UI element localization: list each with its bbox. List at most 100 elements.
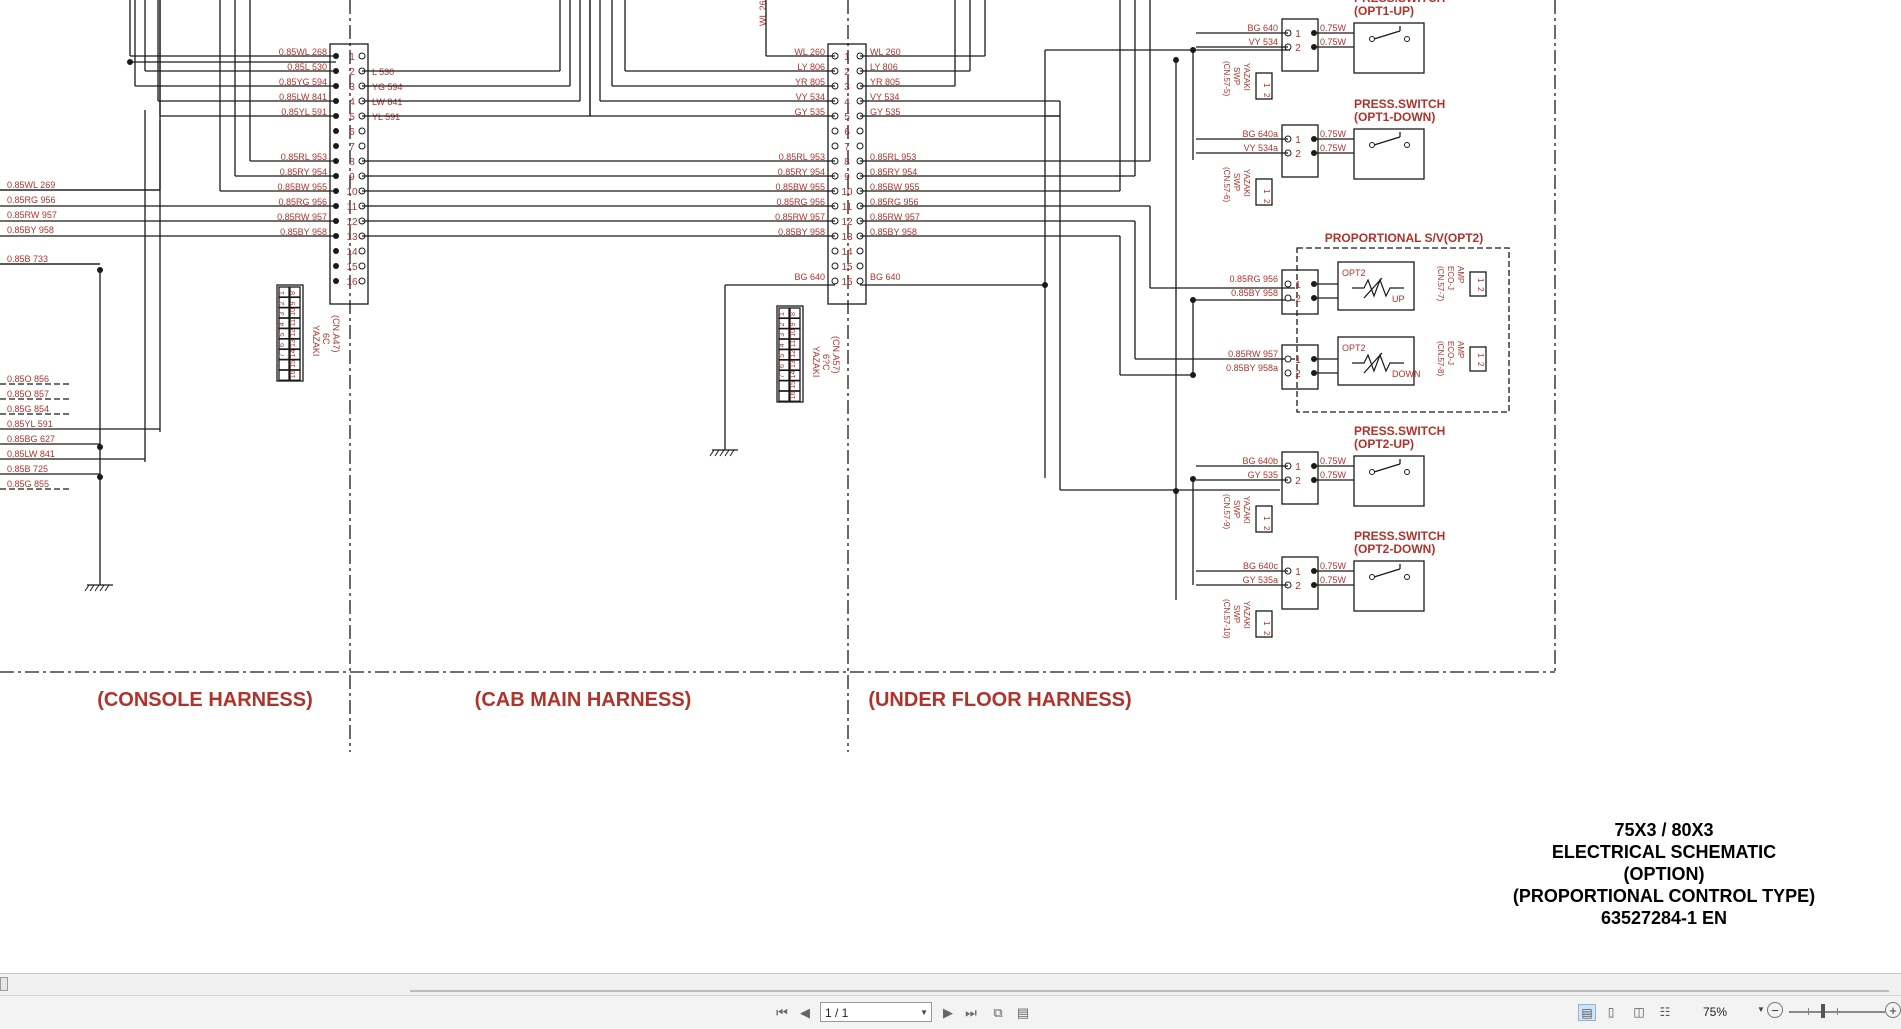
left-edge-wire-label: 0.85LW 841 (7, 449, 55, 459)
connector-a-face-pin: 13 (290, 339, 297, 347)
valve-vendor: AMP (1456, 341, 1465, 358)
connector-a-pin-left (333, 248, 339, 254)
connector-b-right-wire-label: GY 535 (870, 107, 900, 117)
connector-b-face-pin: 13 (790, 360, 797, 368)
valve-part: ECO-J (1446, 341, 1455, 365)
connector-a-face-pin: 11 (290, 319, 297, 326)
last-page-icon[interactable]: ⏭ (965, 1005, 977, 1020)
connector-a-left-wire-label: 0.85YL 591 (281, 107, 327, 117)
connector-b-pin-right (856, 262, 864, 270)
connector-a-pin-label: 6 (349, 127, 355, 138)
connector-a-left-wire-label: 0.85RY 954 (280, 167, 327, 177)
valve-face-pin: 1 (1476, 353, 1485, 358)
switch-face-pin: 2 (1262, 526, 1271, 531)
connector-a-pin-label: 11 (347, 202, 358, 213)
switch-part: SWP (1232, 605, 1241, 623)
switch-vendor: YAZAKI (1242, 601, 1251, 629)
left-edge-wire-label: 0.85B 733 (7, 254, 48, 264)
connector-a-face (276, 284, 304, 382)
switch-title: PRESS.SWITCH (1354, 529, 1445, 543)
zoom-out-icon[interactable]: − (1767, 1002, 1783, 1018)
valve-wire-label-2: 0.85BY 958a (1226, 363, 1278, 373)
connector-a-face-cell (278, 359, 290, 371)
switch-connector-body (1281, 451, 1319, 505)
prev-page-icon[interactable]: ◀ (800, 1005, 810, 1020)
connector-b-face-cell (778, 380, 790, 392)
connector-b-left-wire-label: GY 535 (795, 107, 825, 117)
switch-contact (1404, 574, 1410, 580)
switch-pin-label: 2 (1295, 43, 1301, 54)
connector-b-face-pin: 6 (779, 364, 786, 368)
ground-hatch (724, 449, 730, 457)
scrollbar-track[interactable] (410, 990, 1889, 992)
connector-b-left-wire-label: 0.85RY 954 (778, 167, 825, 177)
two-page-icon[interactable]: ◫ (1633, 1005, 1645, 1019)
connector-a-face-pin: 7 (279, 353, 286, 357)
connector-a-right-wire-label: LW 841 (372, 97, 402, 107)
connector-b-right-wire-label: WL 260 (870, 47, 901, 57)
connector-b-top-wire-label: WL 26 (758, 0, 768, 26)
ground-hatch (84, 584, 90, 592)
title-block-line: (OPTION) (1624, 864, 1705, 884)
page-number-field[interactable]: 1 / 1 ▼ (820, 1002, 932, 1022)
title-block-line: 63527284-1 EN (1601, 908, 1727, 928)
horizontal-scrollbar[interactable] (0, 973, 1901, 996)
scrollbar-thumb[interactable] (0, 977, 8, 991)
connector-a-face-pin: 4 (279, 322, 286, 326)
switch-title: PRESS.SWITCH (1354, 0, 1445, 5)
switch-out-label-1: 0.75W (1320, 561, 1347, 571)
single-page-icon[interactable]: ▤ (1578, 1004, 1596, 1021)
connector-b-right-wire-label: 0.85RG 956 (870, 197, 919, 207)
connector-b-pin-right (856, 277, 864, 285)
connector-b-pin-left (831, 247, 839, 255)
connector-a-pin-label: 9 (349, 172, 355, 183)
switch-pin-label: 2 (1295, 581, 1301, 592)
two-page-scroll-icon[interactable]: ☷ (1659, 1005, 1671, 1019)
connector-a-right-wire-label: YL 591 (372, 112, 400, 122)
left-edge-wire-label: 0.85RG 956 (7, 195, 56, 205)
zoom-level[interactable]: 75% (1703, 1005, 1728, 1019)
chevron-down-icon[interactable]: ▼ (920, 1008, 928, 1017)
switch-blade (1373, 463, 1401, 473)
connector-b-pin-label: 16 (841, 277, 853, 288)
fit-page-icon[interactable]: ⧉ (993, 1005, 1003, 1020)
switch-part: SWP (1232, 173, 1241, 191)
connector-b-right-wire-label: 0.85RW 957 (870, 212, 920, 222)
coil-label: OPT2 (1342, 268, 1366, 278)
switch-connector-body (1281, 556, 1319, 610)
switch-ref: (CN.57-5) (1222, 61, 1231, 96)
connector-b-body (827, 43, 867, 305)
first-page-icon[interactable]: ⏮ (776, 1005, 788, 1020)
left-edge-wire-label: 0.85WL 269 (7, 180, 55, 190)
connector-a-left-wire-label: 0.85YG 594 (279, 77, 327, 87)
connector-a-pin-label: 12 (346, 217, 358, 228)
switch-contact (1369, 469, 1375, 475)
zoom-chevron-down-icon[interactable]: ▼ (1757, 1005, 1765, 1014)
next-page-icon[interactable]: ▶ (943, 1005, 953, 1020)
switch-pin-label: 1 (1295, 462, 1301, 473)
switch-out-label-2: 0.75W (1320, 470, 1347, 480)
zoom-in-icon[interactable]: + (1885, 1002, 1901, 1018)
connector-b-pin-label: 3 (844, 82, 850, 93)
zoom-slider-thumb[interactable] (1821, 1004, 1825, 1018)
switch-pin-label: 1 (1295, 135, 1301, 146)
junction-dot (1190, 297, 1196, 303)
connector-b-pin-right (856, 142, 864, 150)
connector-b-left-wire-label: YR 805 (795, 77, 825, 87)
valve-pin-left (1284, 280, 1292, 288)
switch-wire-label-2: VY 534a (1244, 143, 1278, 153)
left-edge-wire-label: 0.85G 854 (7, 404, 49, 414)
connector-b-face (776, 305, 804, 403)
fit-width-icon[interactable]: ▤ (1016, 1005, 1030, 1020)
valve-face-pin: 2 (1476, 287, 1485, 292)
switch-subtitle: (OPT2-UP) (1354, 437, 1414, 451)
left-edge-wire-label: 0.85B 725 (7, 464, 48, 474)
valve-part: ECO-J (1446, 266, 1455, 290)
switch-contact (1369, 36, 1375, 42)
connector-b-pin-label: 4 (844, 97, 850, 108)
connector-b-face-pin: 14 (790, 371, 797, 379)
switch-out-label-2: 0.75W (1320, 37, 1347, 47)
switch-wire-label-2: GY 535 (1248, 470, 1278, 480)
scroll-page-icon[interactable]: ▯ (1607, 1005, 1615, 1019)
junction-dot (1173, 57, 1179, 63)
